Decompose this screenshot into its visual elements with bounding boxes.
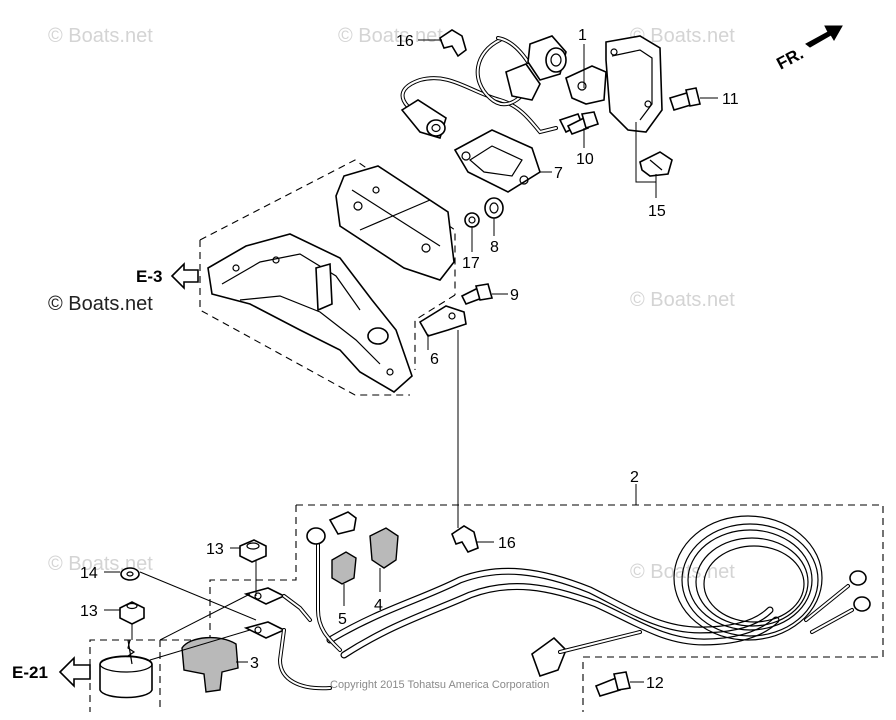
callout-12[interactable]: 12 [646, 675, 664, 692]
callout-13[interactable]: 13 [80, 603, 98, 620]
watermark: © Boats.net [48, 293, 153, 315]
callout-4[interactable]: 4 [374, 597, 383, 614]
harness-box [89, 504, 884, 712]
callout-6[interactable]: 6 [430, 351, 439, 368]
callout-9[interactable]: 9 [510, 287, 519, 304]
front-direction-arrow: FR. [773, 25, 843, 74]
callout-2[interactable]: 2 [630, 469, 639, 486]
callouts: 1 2 3 4 5 6 7 8 9 10 11 12 13 13 14 15 1… [80, 27, 739, 692]
callout-5[interactable]: 5 [338, 611, 347, 628]
lower-parts [99, 511, 399, 699]
callout-13[interactable]: 13 [206, 541, 224, 558]
callout-1[interactable]: 1 [578, 27, 587, 44]
ref-e21-label: E-21 [12, 663, 48, 682]
callout-11[interactable]: 11 [722, 91, 739, 108]
watermark: © Boats.net [48, 25, 153, 47]
ref-e3[interactable]: E-3 [136, 262, 199, 290]
callout-7[interactable]: 7 [554, 165, 563, 182]
callout-10[interactable]: 10 [576, 151, 594, 168]
fr-arrow-icon [805, 25, 843, 48]
callout-16[interactable]: 16 [498, 535, 516, 552]
upper-harness-group [400, 29, 701, 228]
callout-17[interactable]: 17 [462, 255, 480, 272]
copyright-notice: Copyright 2015 Tohatsu America Corporati… [330, 679, 549, 691]
clamp-group [418, 283, 494, 337]
mounting-plate-group [199, 159, 456, 396]
ref-e3-label: E-3 [136, 267, 162, 286]
callout-16[interactable]: 16 [396, 33, 414, 50]
ref-e21[interactable]: E-21 [12, 656, 91, 688]
watermark: © Boats.net [630, 289, 735, 311]
watermark: © Boats.net [338, 25, 443, 47]
main-cable [326, 515, 871, 697]
callout-15[interactable]: 15 [648, 203, 666, 220]
callout-14[interactable]: 14 [80, 565, 98, 582]
fr-label: FR. [773, 44, 806, 74]
leader-lines [104, 39, 718, 683]
callout-3[interactable]: 3 [250, 655, 259, 672]
callout-8[interactable]: 8 [490, 239, 499, 256]
watermark: © Boats.net [630, 25, 735, 47]
